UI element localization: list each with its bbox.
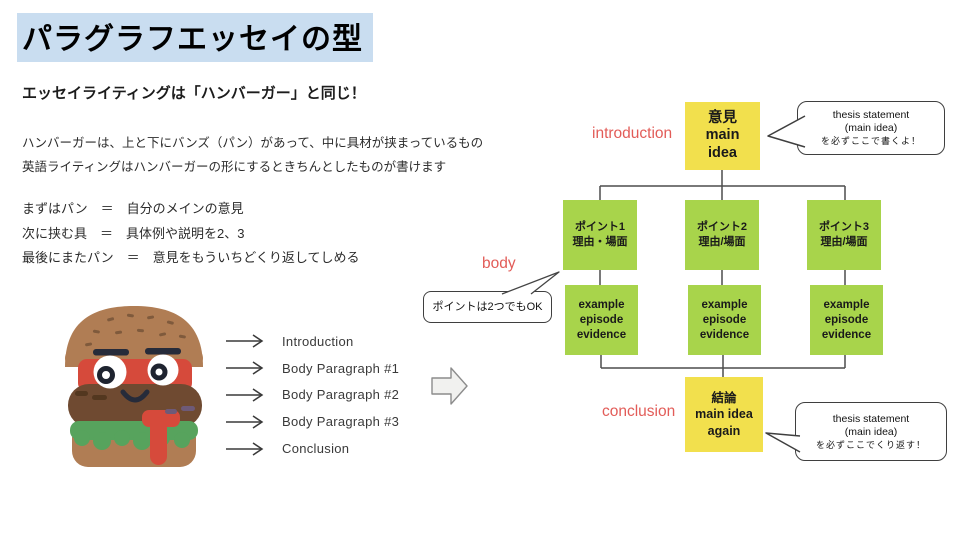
thesis-bubble-bottom: thesis statement (main idea) を必ずここでくり返す！ (795, 402, 947, 461)
intro-paragraph: ハンバーガーは、上と下にバンズ（パン）があって、中に具材が挟まっているもの 英語… (22, 131, 483, 179)
bubble-line: を必ずここで書くよ！ (820, 136, 921, 146)
right-arrow-icon (226, 361, 264, 375)
analogy-line: 最後にまたパン ＝ 意見をもういちどくり返してしめる (22, 250, 360, 265)
structure-row: Conclusion (225, 435, 475, 462)
bubble-line: ポイントは2つでもOK (432, 301, 543, 313)
example-line: episode (824, 313, 869, 326)
intro-box-line: idea (707, 144, 737, 161)
point-subtitle: 理由/場面 (698, 236, 746, 248)
example-line: example (823, 298, 870, 311)
intro-box: 意見 main idea (685, 102, 760, 170)
right-arrow-icon (226, 441, 264, 456)
bubble-tail-icon (501, 271, 560, 295)
introduction-label: introduction (592, 125, 673, 142)
example-line: example (578, 298, 625, 311)
subtitle: エッセイライティングは「ハンバーガー」と同じ！ (22, 85, 366, 102)
point-title: ポイント3 (818, 221, 870, 233)
conclusion-line: 結論 (711, 390, 737, 405)
paragraph-line: 英語ライティングはハンバーガーの形にするときちんとしたものが書けます (22, 160, 447, 174)
structure-label: Body Paragraph #3 (282, 414, 400, 430)
transition-arrow-icon (431, 367, 468, 405)
example-box-3: example episode evidence (810, 285, 883, 355)
bubble-line: (main idea) (844, 425, 898, 438)
right-arrow-icon (226, 334, 264, 349)
point-box-2: ポイント2 理由/場面 (685, 200, 759, 270)
right-arrow-icon (226, 415, 264, 429)
thesis-bubble-top: thesis statement (main idea) を必ずここで書くよ！ (797, 101, 945, 155)
structure-row: Body Paragraph #3 (225, 408, 475, 435)
example-line: evidence (821, 328, 872, 341)
bubble-tail-icon (767, 115, 806, 148)
bubble-line: (main idea) (844, 122, 898, 134)
conclusion-line: main idea (695, 407, 753, 422)
example-line: episode (579, 313, 624, 326)
example-line: episode (702, 313, 747, 326)
point-subtitle: 理由・場面 (572, 236, 628, 248)
structure-row: Body Paragraph #2 (225, 382, 475, 409)
example-box-1: example episode evidence (565, 285, 638, 355)
point-subtitle: 理由/場面 (820, 236, 868, 248)
bubble-tail-icon (765, 432, 801, 453)
body-label: body (482, 255, 516, 272)
bubble-line: thesis statement (832, 412, 910, 425)
conclusion-label: conclusion (602, 403, 676, 420)
paragraph-line: ハンバーガーは、上と下にバンズ（パン）があって、中に具材が挟まっているもの (22, 136, 484, 150)
point-box-1: ポイント1 理由・場面 (563, 200, 637, 270)
conclusion-box: 結論 main idea again (685, 377, 763, 452)
structure-row: Introduction (225, 328, 475, 355)
example-box-2: example episode evidence (688, 285, 761, 355)
hamburger-icon (65, 306, 203, 467)
conclusion-line: again (707, 423, 741, 438)
intro-box-line: 意見 (708, 109, 737, 126)
structure-label: Introduction (282, 333, 354, 349)
point-box-3: ポイント3 理由/場面 (807, 200, 881, 270)
analogy-line: 次に挟む具 ＝ 具体例や説明を2、3 (22, 225, 245, 241)
intro-box-line: main (705, 127, 740, 144)
bubble-line: thesis statement (832, 109, 910, 121)
structure-label: Body Paragraph #2 (282, 387, 400, 403)
point-count-note: ポイントは2つでもOK (423, 291, 552, 323)
analogy-line: まずはパン ＝ 自分のメインの意見 (22, 201, 244, 216)
burger-structure-list: Introduction Body Paragraph #1 Body Para… (225, 328, 475, 462)
point-title: ポイント2 (696, 221, 748, 233)
point-title: ポイント1 (574, 221, 626, 233)
right-arrow-icon (226, 388, 264, 402)
bubble-line: を必ずここでくり返す！ (815, 439, 926, 450)
structure-label: Body Paragraph #1 (282, 360, 400, 376)
example-line: evidence (576, 328, 627, 341)
analogy-list: まずはパン ＝ 自分のメインの意見 次に挟む具 ＝ 具体例や説明を2、3 最後に… (22, 197, 359, 271)
structure-label: Conclusion (282, 441, 350, 457)
example-line: example (701, 298, 748, 311)
example-line: evidence (699, 328, 750, 341)
page-title: パラグラフエッセイの型 (17, 13, 373, 62)
structure-row: Body Paragraph #1 (225, 355, 475, 382)
